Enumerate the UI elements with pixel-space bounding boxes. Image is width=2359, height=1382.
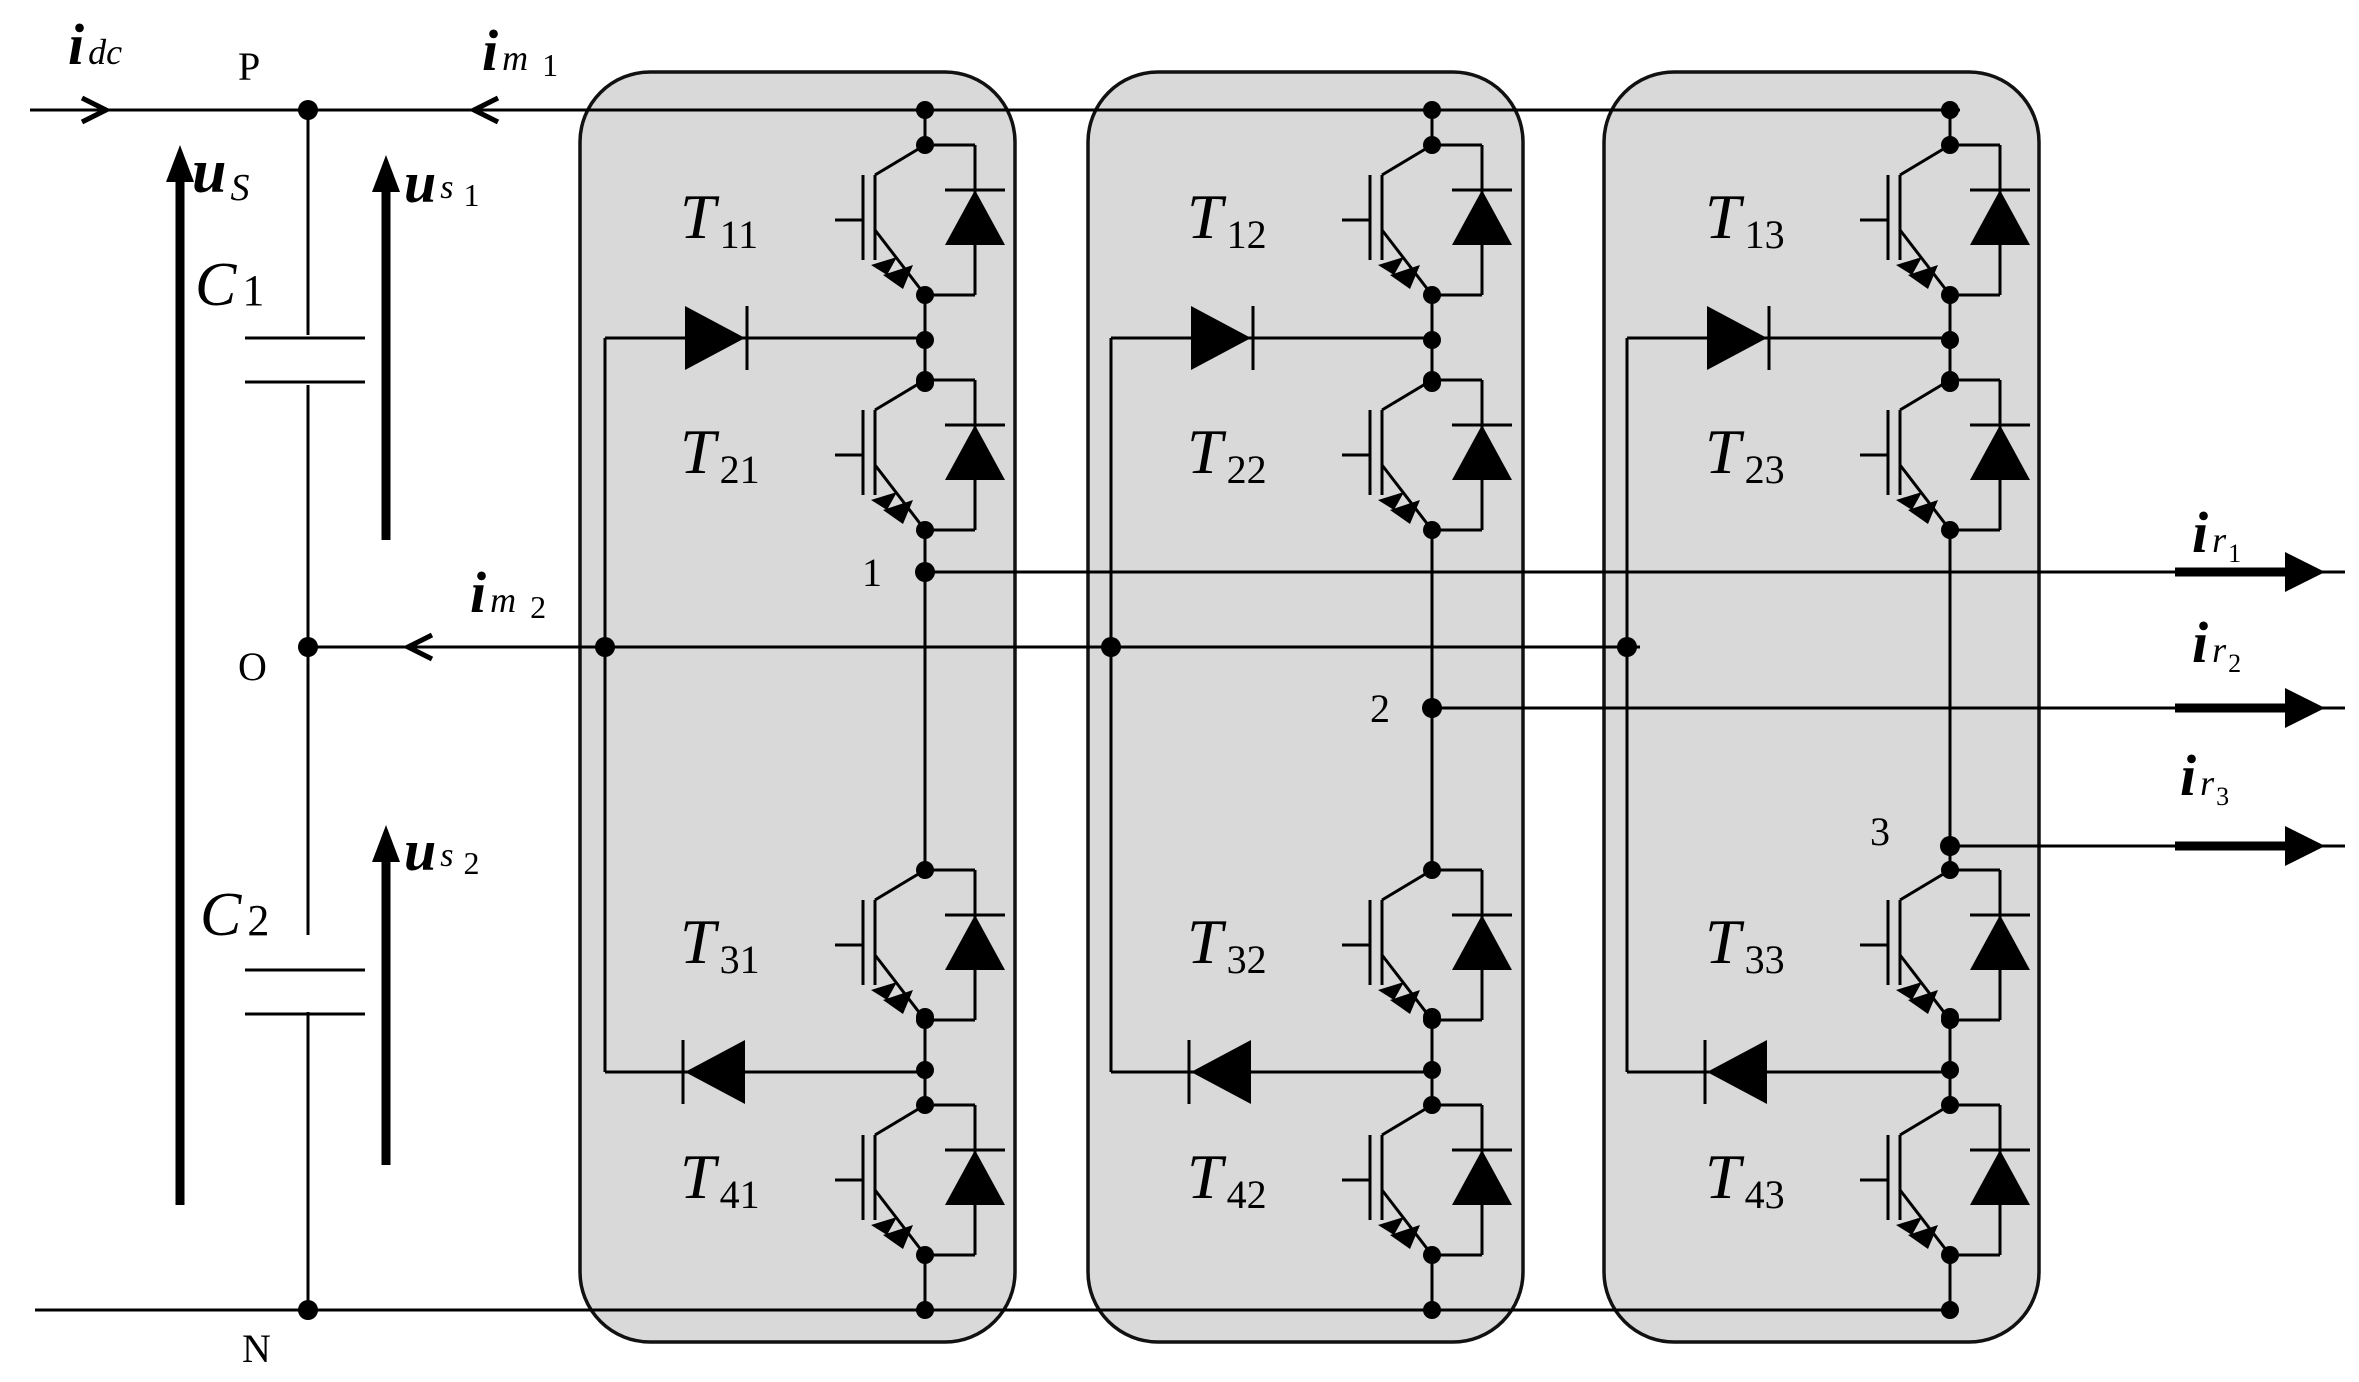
igbt-t11	[835, 136, 1005, 304]
current-arrows	[80, 95, 500, 662]
diode-icon	[1452, 190, 1512, 245]
idc-arrow	[80, 95, 112, 125]
clamp-diode-icon	[685, 306, 745, 370]
node-2-label: 2	[1370, 686, 1390, 731]
im1-arrow	[468, 95, 500, 125]
clamp-diode-icon	[685, 1040, 745, 1104]
igbt-t12	[1342, 136, 1512, 304]
igbt-t42	[1342, 1096, 1512, 1264]
node-3-label: 3	[1870, 809, 1890, 854]
igbt-t33	[1860, 861, 2030, 1029]
node-o-label: O	[238, 644, 267, 689]
igbt-t21	[835, 371, 1005, 539]
phase-module-1	[578, 70, 1017, 1344]
node-p-dot	[298, 100, 318, 120]
us1-arrow-head	[372, 155, 400, 192]
im2-arrow	[402, 632, 434, 662]
us-arrow-head	[166, 145, 194, 182]
diode-icon	[945, 190, 1005, 245]
igbt-t13	[1860, 136, 2030, 304]
clamp-diode-icon	[1707, 306, 1767, 370]
clamp-diode-icon	[1191, 306, 1251, 370]
igbt-t23	[1860, 371, 2030, 539]
igbt-t31	[835, 861, 1005, 1029]
diode-icon	[1970, 1150, 2030, 1205]
clamp-diode-icon	[1191, 1040, 1251, 1104]
diode-icon	[1452, 915, 1512, 970]
diode-icon	[945, 425, 1005, 480]
us2-arrow-head	[372, 825, 400, 862]
voltage-arrows	[166, 145, 400, 1205]
node-p-label: P	[238, 44, 260, 89]
diode-icon	[1970, 190, 2030, 245]
diode-icon	[1452, 1150, 1512, 1205]
igbt-t22	[1342, 371, 1512, 539]
diode-icon	[1452, 425, 1512, 480]
igbt-t41	[835, 1096, 1005, 1264]
diode-icon	[1970, 425, 2030, 480]
igbt-t32	[1342, 861, 1512, 1029]
diode-icon	[945, 915, 1005, 970]
clamp-diode-icon	[1707, 1040, 1767, 1104]
diode-icon	[1970, 915, 2030, 970]
igbt-t43	[1860, 1096, 2030, 1264]
dc-bus	[30, 100, 1960, 1320]
node-o-dot	[298, 637, 318, 657]
node-n-label: N	[242, 1326, 271, 1371]
node-n-dot	[298, 1300, 318, 1320]
diode-icon	[945, 1150, 1005, 1205]
node-1-label: 1	[862, 550, 882, 595]
phase-legs	[595, 101, 2030, 1319]
output-lines	[925, 552, 2345, 866]
